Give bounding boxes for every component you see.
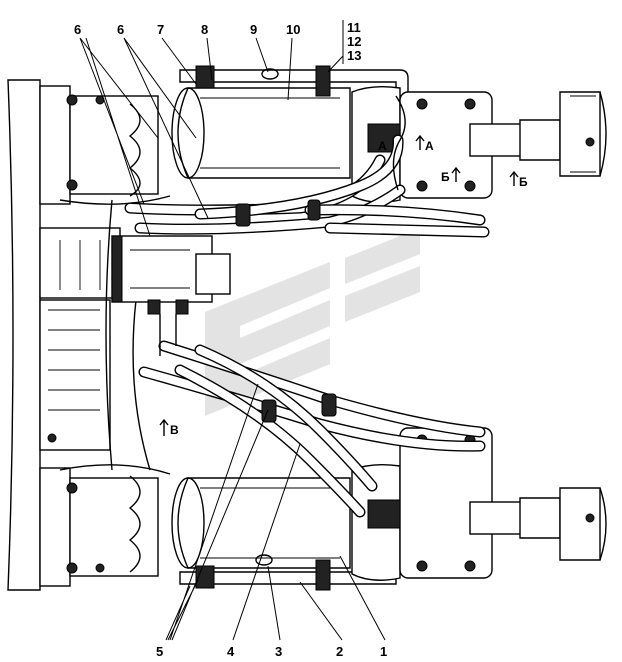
- left-frame: [7, 79, 171, 591]
- callout-9: 9: [250, 22, 257, 37]
- callout-6a: 6: [74, 22, 81, 37]
- lower-hub: [351, 427, 607, 581]
- upper-hoses: [124, 95, 490, 238]
- view-a-right: A: [425, 139, 434, 153]
- callout-10: 10: [286, 22, 300, 37]
- callout-11: 11: [347, 20, 361, 35]
- callout-2: 2: [336, 644, 343, 659]
- bottom-callouts: 5 4 3 2 1: [156, 383, 387, 659]
- view-a-left: A: [378, 139, 387, 153]
- top-callouts: 6 6 7 8 9 10 11 12 13: [74, 20, 361, 237]
- view-markers: A A Б Б В: [159, 134, 528, 437]
- callout-3: 3: [275, 644, 282, 659]
- callout-5: 5: [156, 644, 163, 659]
- lower-hoses: [138, 314, 486, 518]
- callout-13: 13: [347, 48, 361, 63]
- callout-6b: 6: [117, 22, 124, 37]
- valve-block: [111, 235, 231, 315]
- upper-hub: [351, 85, 607, 203]
- view-b-right: Б: [519, 175, 528, 189]
- callout-8: 8: [201, 22, 208, 37]
- upper-cylinder: [171, 65, 409, 179]
- callout-7: 7: [157, 22, 164, 37]
- callout-4: 4: [227, 644, 235, 659]
- callout-12: 12: [347, 34, 361, 49]
- watermark-logo: [205, 228, 420, 416]
- view-v: В: [170, 423, 179, 437]
- callout-1: 1: [380, 644, 387, 659]
- view-b-left: Б: [441, 170, 450, 184]
